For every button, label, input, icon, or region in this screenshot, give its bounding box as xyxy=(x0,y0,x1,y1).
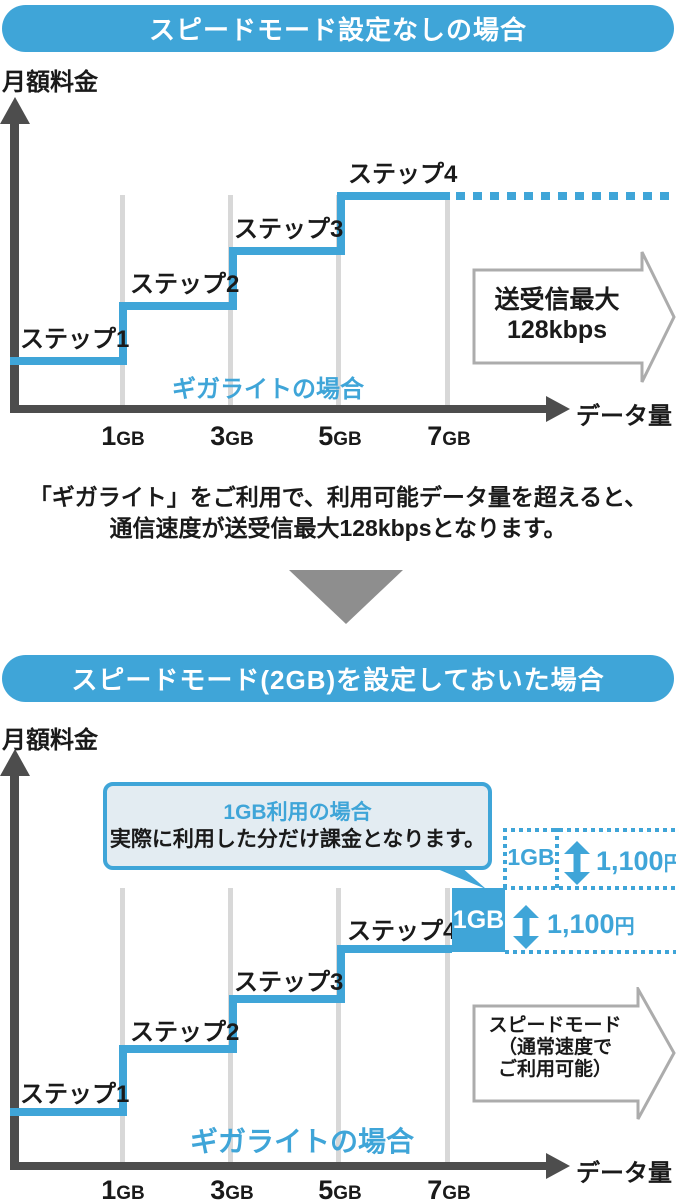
section2-step1-label: ステップ1 xyxy=(20,1081,130,1108)
section2-step3-line xyxy=(229,995,345,1003)
section1-x-axis-label: データ量 xyxy=(576,403,672,430)
section2-riser3 xyxy=(337,945,345,1003)
section1-step2-line xyxy=(119,302,237,310)
updown-arrow-lower-icon xyxy=(513,905,539,949)
dotted-box-right-edge xyxy=(555,828,559,888)
section2-banner: スピードモード(2GB)を設定しておいた場合 xyxy=(2,655,674,702)
section2-callout: 1GB利用の場合 実際に利用した分だけ課金となります。 xyxy=(103,782,492,870)
section2-tick-3gb: 3GB xyxy=(210,1175,254,1201)
section2-x-axis xyxy=(10,1162,547,1170)
middle-description-line2: 通信速度が送受信最大128kbpsとなります。 xyxy=(109,515,567,541)
middle-description: 「ギガライト」をご利用で、利用可能データ量を超えると、 通信速度が送受信最大12… xyxy=(0,482,676,544)
section1-step3-label: ステップ3 xyxy=(234,216,344,243)
section1-tick-5gb: 5GB xyxy=(318,421,362,451)
section1-step4-line xyxy=(337,192,450,200)
section2-step4-line xyxy=(337,945,452,953)
section1-x-axis-arrowhead xyxy=(546,396,570,422)
section1-x-axis xyxy=(10,405,547,413)
callout-body: 実際に利用した分だけ課金となります。 xyxy=(109,827,486,851)
speed-limit-line2: 128kbps xyxy=(506,316,608,344)
dotted-line-upper-top xyxy=(503,828,676,832)
section1-step1-line xyxy=(10,357,127,365)
section2-gridline-1gb xyxy=(120,888,125,1162)
section2-x-axis-label: データ量 xyxy=(576,1160,672,1187)
section2-step2-label: ステップ2 xyxy=(130,1019,240,1046)
dotted-box-left-edge xyxy=(503,828,507,888)
section2-x-axis-arrowhead xyxy=(546,1153,570,1179)
section2-riser2 xyxy=(229,995,237,1053)
section2-riser1 xyxy=(119,1045,127,1116)
speed-mode-line1: スピードモード xyxy=(488,1015,622,1036)
section2-tick-1gb: 1GB xyxy=(101,1175,145,1201)
section2-gridline-7gb xyxy=(445,888,450,1162)
section2-tick-5gb: 5GB xyxy=(318,1175,362,1201)
section2-step1-line xyxy=(10,1108,127,1116)
section2-step2-line xyxy=(119,1045,237,1053)
dotted-line-lower-bottom xyxy=(505,950,676,954)
section1-speed-limit-arrow-icon xyxy=(472,251,676,383)
section2-speed-mode-arrow-icon xyxy=(472,987,676,1120)
section2-step3-label: ステップ3 xyxy=(234,969,344,996)
section1-y-axis-label: 月額料金 xyxy=(2,69,98,96)
section1-gridline-5gb xyxy=(336,195,341,409)
price-lower: 1,100円 xyxy=(547,909,635,939)
gb-block-dotted-label: 1GB xyxy=(507,844,555,870)
section1-tick-3gb: 3GB xyxy=(210,421,254,451)
speed-mode-line2: （通常速度で xyxy=(497,1037,612,1058)
section1-plan-label: ギガライトの場合 xyxy=(172,376,364,403)
section1-riser2 xyxy=(229,247,237,310)
section1-riser3 xyxy=(337,192,345,255)
updown-arrow-upper-icon xyxy=(564,841,590,885)
middle-description-line1: 「ギガライト」をご利用で、利用可能データ量を超えると、 xyxy=(28,484,648,510)
section1-y-axis-arrowhead xyxy=(0,97,30,124)
price-upper: 1,100円 xyxy=(596,846,676,876)
section1-step3-line xyxy=(229,247,345,255)
section2-speed-mode-text: スピードモード （通常速度で ご利用可能） xyxy=(472,1015,638,1081)
speed-mode-line3: ご利用可能） xyxy=(497,1059,612,1080)
dotted-line-upper-bottom xyxy=(503,886,676,890)
transition-down-arrow-icon xyxy=(289,570,403,624)
section1-y-axis xyxy=(10,120,19,413)
section1-step1-label: ステップ1 xyxy=(20,326,130,353)
section1-gridline-7gb xyxy=(445,195,450,409)
section2-y-axis-arrowhead xyxy=(0,749,30,776)
section2-gridline-5gb xyxy=(336,888,341,1162)
section1-tick-7gb: 7GB xyxy=(427,421,471,451)
section1-step2-label: ステップ2 xyxy=(130,271,240,298)
section1-step4-label: ステップ4 xyxy=(348,161,458,188)
callout-tail-icon xyxy=(430,866,486,889)
section2-plan-label: ギガライトの場合 xyxy=(189,1126,415,1157)
speed-limit-line1: 送受信最大 xyxy=(494,286,620,314)
section1-tick-1gb: 1GB xyxy=(101,421,145,451)
gb-block-solid: 1GB xyxy=(452,888,505,952)
section2-y-axis xyxy=(10,772,19,1170)
section1-speed-limit-text: 送受信最大 128kbps xyxy=(472,285,642,345)
section1-banner: スピードモード設定なしの場合 xyxy=(2,5,674,52)
section1-dashed-overage-line xyxy=(456,192,676,200)
section2-banner-label: スピードモード(2GB)を設定しておいた場合 xyxy=(71,665,605,695)
callout-title: 1GB利用の場合 xyxy=(223,800,372,824)
section1-riser1 xyxy=(119,302,127,365)
section1-banner-label: スピードモード設定なしの場合 xyxy=(148,15,527,45)
section2-step4-label: ステップ4 xyxy=(347,918,457,945)
gb-block-solid-label: 1GB xyxy=(452,905,505,934)
section2-tick-7gb: 7GB xyxy=(427,1175,471,1201)
